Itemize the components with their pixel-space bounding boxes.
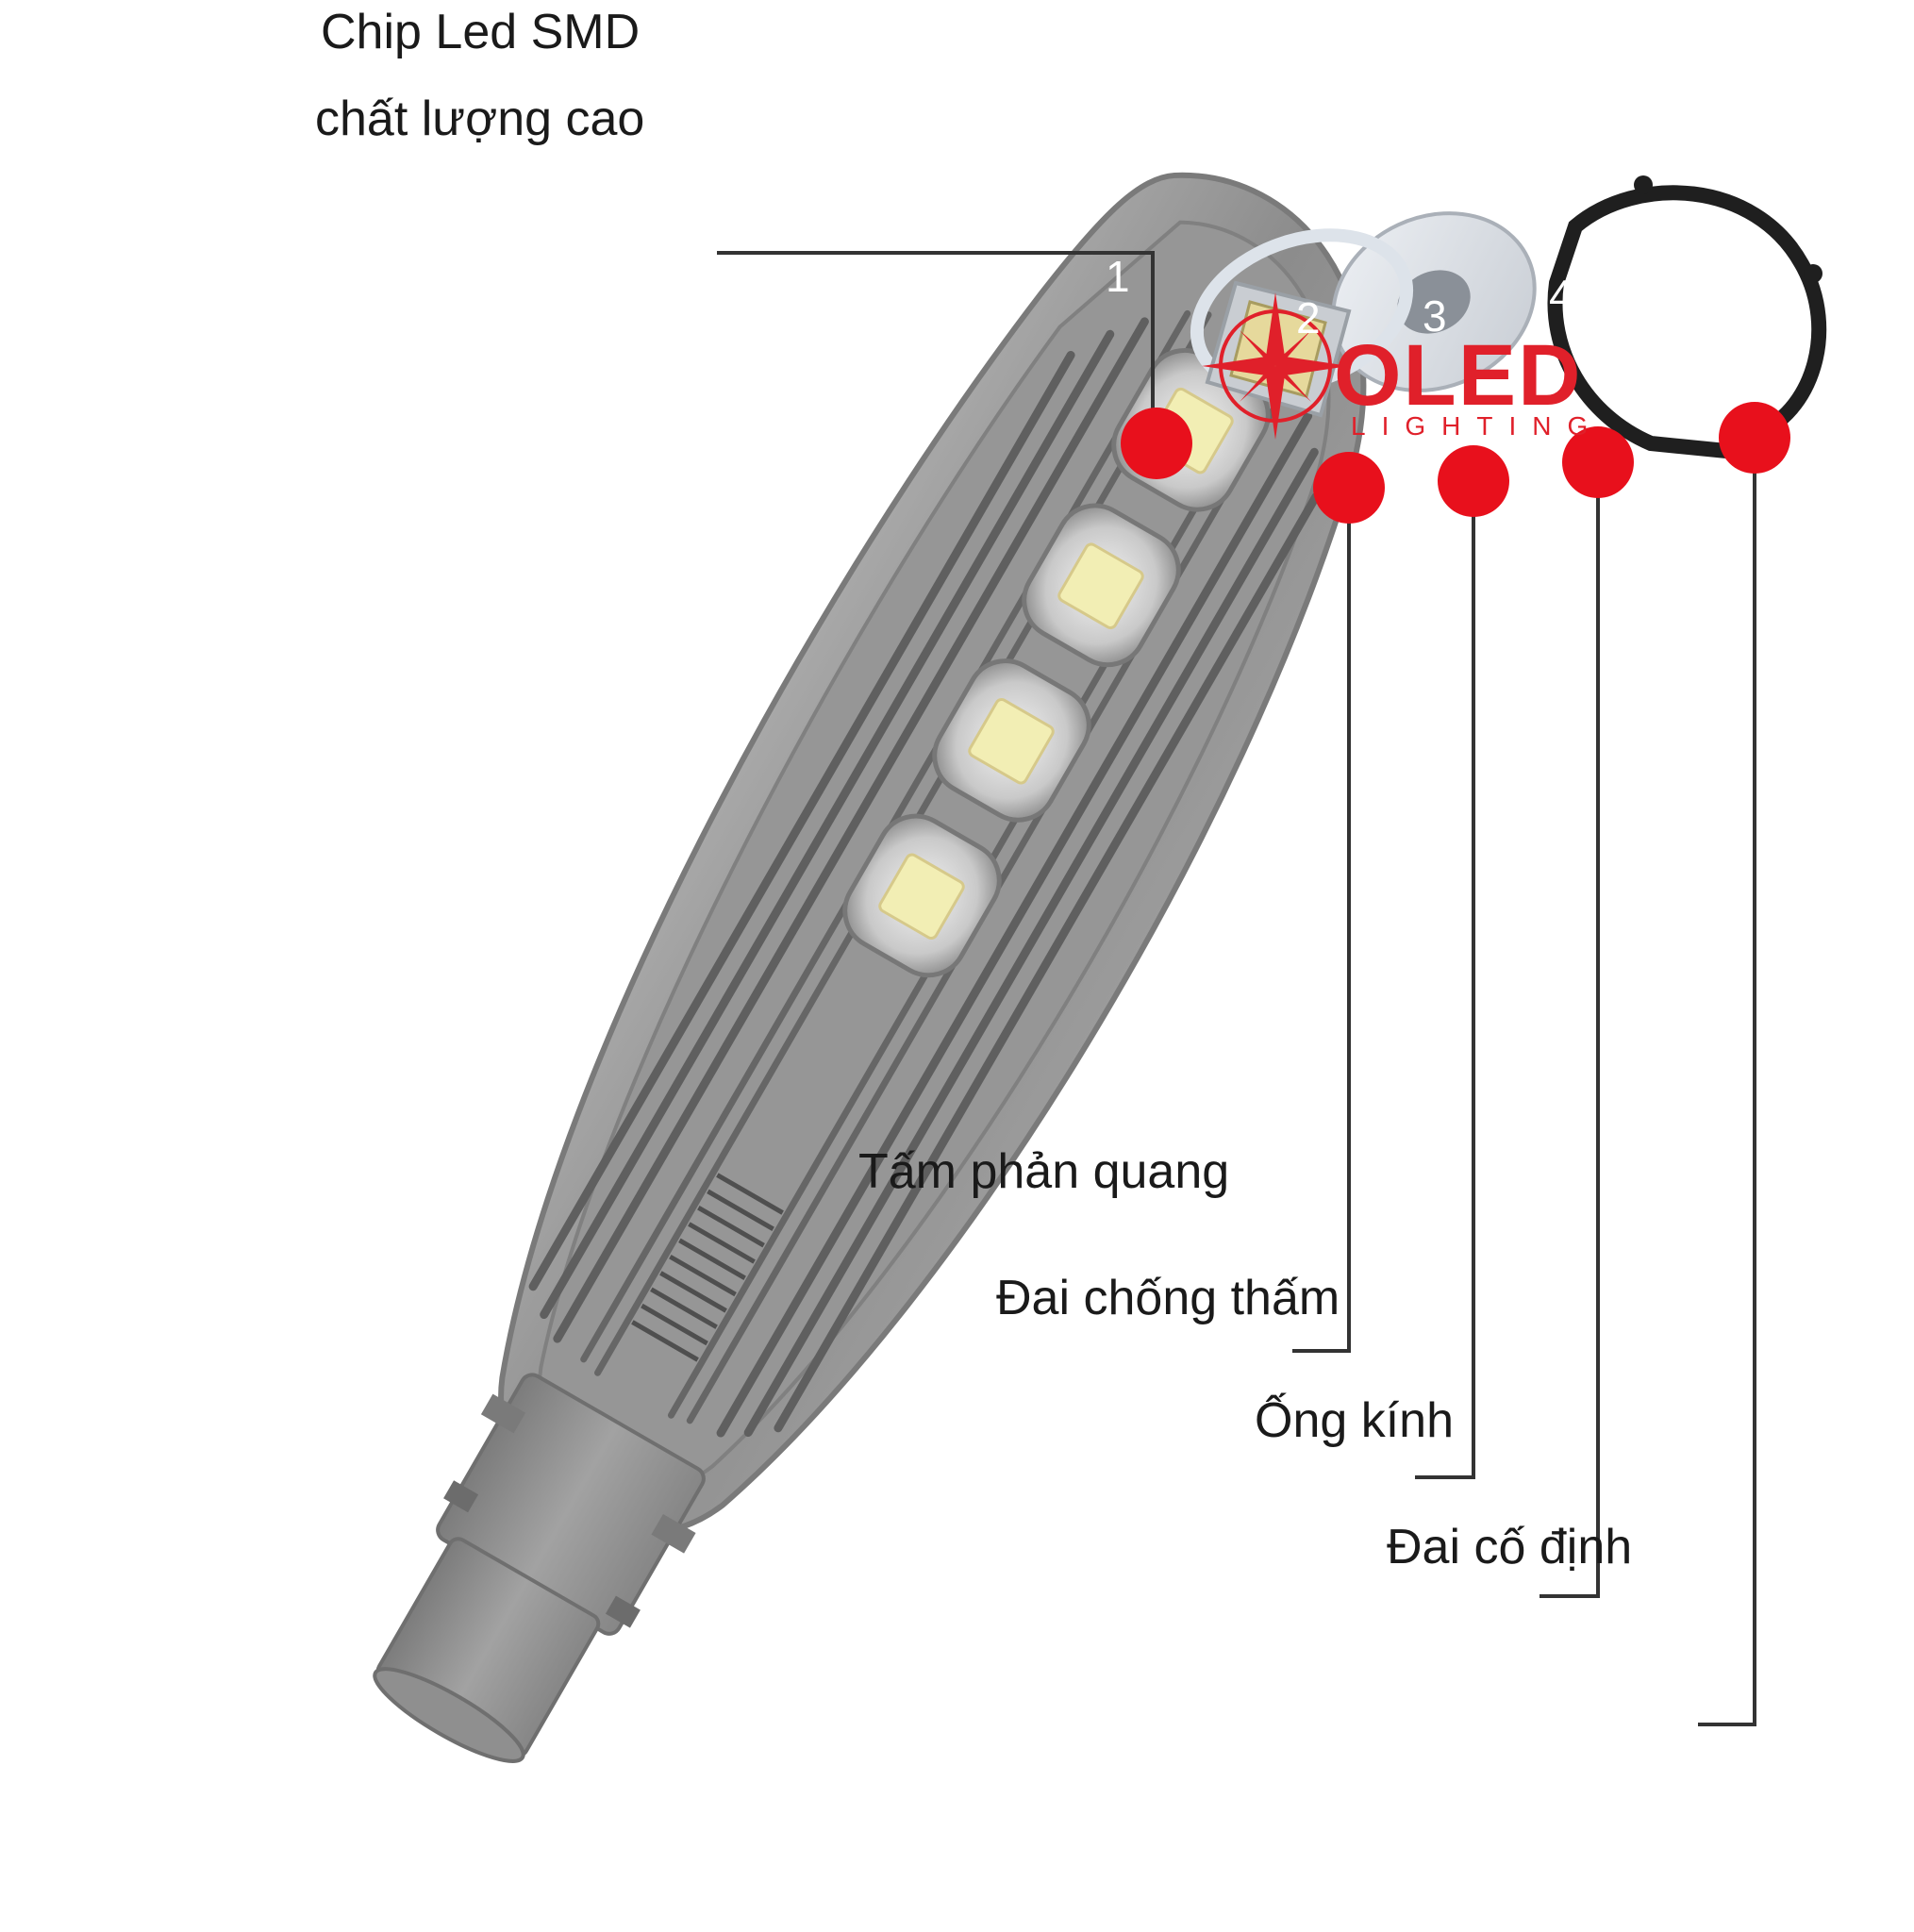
label-lens: Ống kính <box>1255 1393 1455 1448</box>
callout-number-4: 4 <box>1549 271 1573 320</box>
leader-line-waterproof <box>1415 492 1475 1479</box>
cooling-fins <box>528 317 1321 1438</box>
logo-subtext: LIGHTING <box>1351 411 1605 441</box>
led-module-4 <box>842 813 1002 978</box>
leader-line-lens <box>1540 483 1600 1598</box>
marker-lens <box>1562 426 1634 498</box>
marker-fixing <box>1719 402 1790 474</box>
led-module-3 <box>932 658 1091 823</box>
mounting-neck <box>373 1373 706 1763</box>
leader-line-fixing <box>1698 468 1756 1726</box>
leader-line-chip <box>717 251 1155 436</box>
led-module-2 <box>1022 503 1181 668</box>
marker-chip <box>1121 408 1192 479</box>
leader-lines <box>717 251 1756 1726</box>
leader-line-reflector <box>1292 489 1351 1353</box>
callout-number-1: 1 <box>1106 252 1130 301</box>
lamp-housing <box>373 172 1367 1763</box>
logo-text: OLED <box>1334 327 1583 424</box>
label-chip-line1: Chip Led SMD <box>321 5 641 59</box>
lower-grille <box>631 1173 784 1362</box>
exploded-fixing-ring <box>1547 175 1827 461</box>
label-fixing-ring: Đai cố định <box>1387 1520 1633 1574</box>
label-reflector: Tấm phản quang <box>858 1144 1230 1199</box>
callout-number-2: 2 <box>1296 293 1321 342</box>
marker-waterproof <box>1438 445 1509 517</box>
logo-compass-icon <box>1202 292 1349 440</box>
marker-reflector <box>1313 452 1385 524</box>
red-markers <box>1121 402 1790 524</box>
label-chip-line2: chất lượng cao <box>315 92 645 146</box>
label-waterproof: Đai chống thấm <box>996 1271 1340 1325</box>
callout-number-3: 3 <box>1423 291 1447 341</box>
